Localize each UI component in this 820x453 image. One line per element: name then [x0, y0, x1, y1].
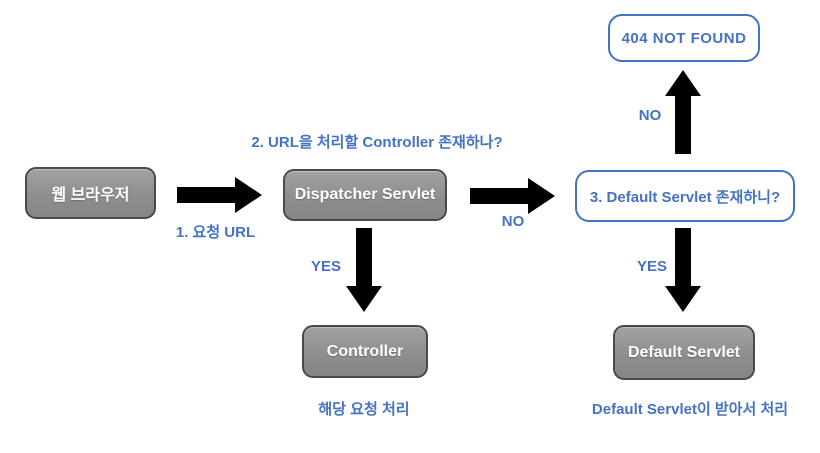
annotation-request-url: 1. 요청 URL	[175, 224, 256, 241]
arrow-browser-to-dispatcher-icon	[177, 177, 262, 213]
node-404-not-found: 404 NOT FOUND	[608, 14, 760, 62]
annotation-default-servlet-result: Default Servlet이 받아서 처리	[591, 401, 789, 418]
edge-label-question-no: NO	[638, 107, 662, 124]
arrow-dispatcher-to-controller-icon	[346, 228, 382, 312]
node-default-servlet-label: Default Servlet	[627, 343, 741, 361]
node-404-not-found-label: 404 NOT FOUND	[621, 29, 747, 47]
node-default-servlet: Default Servlet	[613, 325, 755, 380]
edge-label-dispatcher-no: NO	[501, 213, 525, 230]
edge-label-dispatcher-yes: YES	[310, 258, 341, 275]
arrow-dispatcher-to-question-icon	[470, 178, 555, 214]
node-controller: Controller	[302, 325, 428, 378]
arrow-question-to-404-icon	[665, 70, 701, 154]
node-default-servlet-question: 3. Default Servlet 존재하니?	[575, 170, 795, 222]
node-dispatcher-servlet: Dispatcher Servlet	[283, 169, 447, 221]
annotation-controller-question: 2. URL을 처리할 Controller 존재하나?	[251, 134, 503, 151]
edge-label-question-yes: YES	[636, 258, 667, 275]
node-controller-label: Controller	[326, 342, 404, 360]
node-web-browser: 웹 브라우저	[25, 167, 156, 219]
node-dispatcher-servlet-label: Dispatcher Servlet	[294, 186, 436, 203]
node-web-browser-label: 웹 브라우저	[51, 187, 130, 204]
annotation-controller-result: 해당 요청 처리	[318, 401, 410, 418]
node-default-servlet-question-label: 3. Default Servlet 존재하니?	[589, 188, 781, 206]
arrow-question-to-default-servlet-icon	[665, 228, 701, 312]
